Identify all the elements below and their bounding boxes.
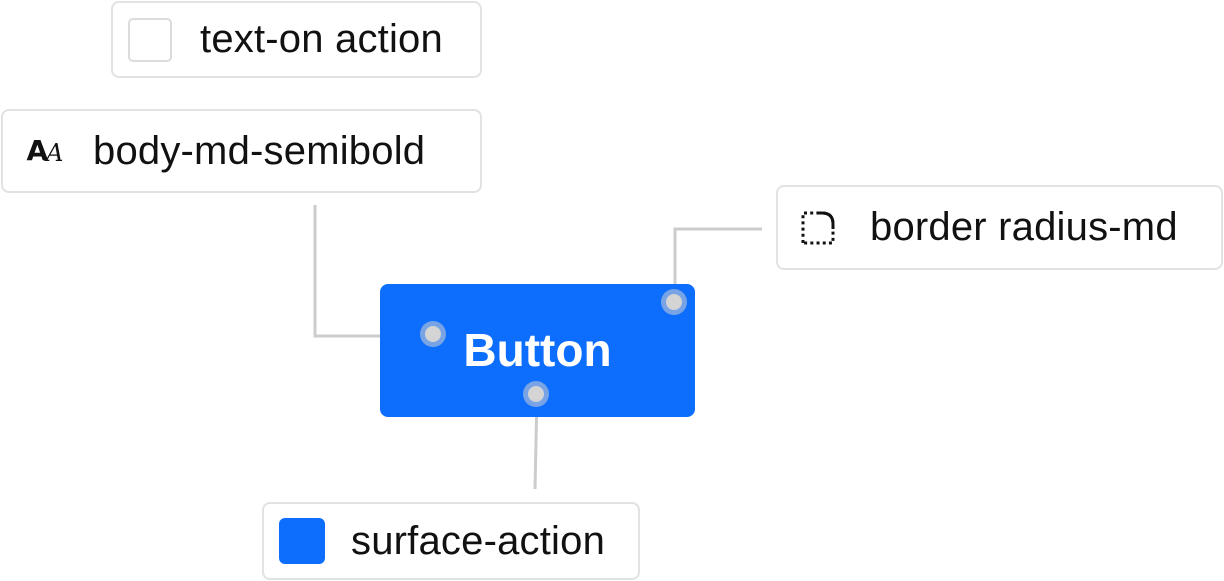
border-radius-icon [801,211,835,244]
token-surface-action: surface-action [262,502,640,580]
connector-radius [673,227,762,302]
typography-icon-glyph-big: A [26,134,49,167]
anchor-dot-border-radius [666,294,682,310]
token-label-text-on-action: text-on action [200,17,443,61]
token-label-border-radius: border radius-md [870,205,1178,249]
token-label-surface-action: surface-action [351,518,606,563]
token-label-typography: body-md-semibold [93,128,426,173]
token-border-radius: border radius-md [776,185,1223,270]
white-swatch-icon [128,17,172,62]
demo-button-label: Button [463,323,612,376]
anchor-dot-surface [528,386,544,402]
typography-icon-glyph-small: A [46,139,64,167]
blue-swatch-icon [279,518,325,564]
token-text-on-action: text-on action [111,1,482,78]
anchor-dot-typography [425,326,441,342]
